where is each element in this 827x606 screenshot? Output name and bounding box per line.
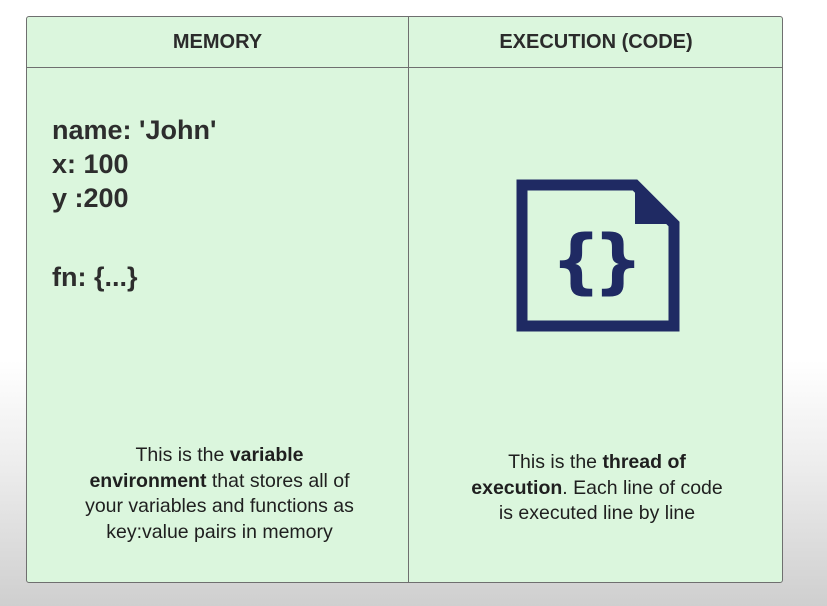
table-header: MEMORY EXECUTION (CODE) (27, 17, 782, 68)
memory-entry-fn: fn: {...} (52, 262, 138, 292)
memory-entry-x: x: 100 (52, 149, 129, 179)
memory-description-post: that stores all of your variables and fu… (85, 469, 354, 543)
execution-description-post: . Each line of code is executed line by … (498, 476, 723, 525)
execution-description-bold: thread of execution (471, 451, 686, 499)
svg-text:}: } (593, 220, 643, 302)
memory-description: This is the variable environment that st… (77, 443, 362, 545)
svg-text:{: { (551, 220, 601, 302)
memory-entry-name: name: 'John' (52, 115, 217, 145)
memory-execution-table: MEMORY EXECUTION (CODE) name: 'John' x: … (26, 16, 783, 583)
memory-entry-y: y :200 (52, 183, 129, 213)
code-file-icon: { } (516, 179, 680, 332)
memory-description-bold: variable environment (89, 444, 304, 492)
execution-description: This is the thread of execution. Each li… (462, 450, 732, 527)
memory-description-pre: This is the (135, 444, 230, 466)
execution-description-pre: This is the (508, 451, 603, 473)
memory-entries: name: 'John' x: 100 y :200 fn: {...} (52, 113, 216, 294)
execution-column-header: EXECUTION (CODE) (499, 31, 693, 53)
column-divider (408, 17, 409, 582)
memory-column-header: MEMORY (172, 31, 263, 53)
